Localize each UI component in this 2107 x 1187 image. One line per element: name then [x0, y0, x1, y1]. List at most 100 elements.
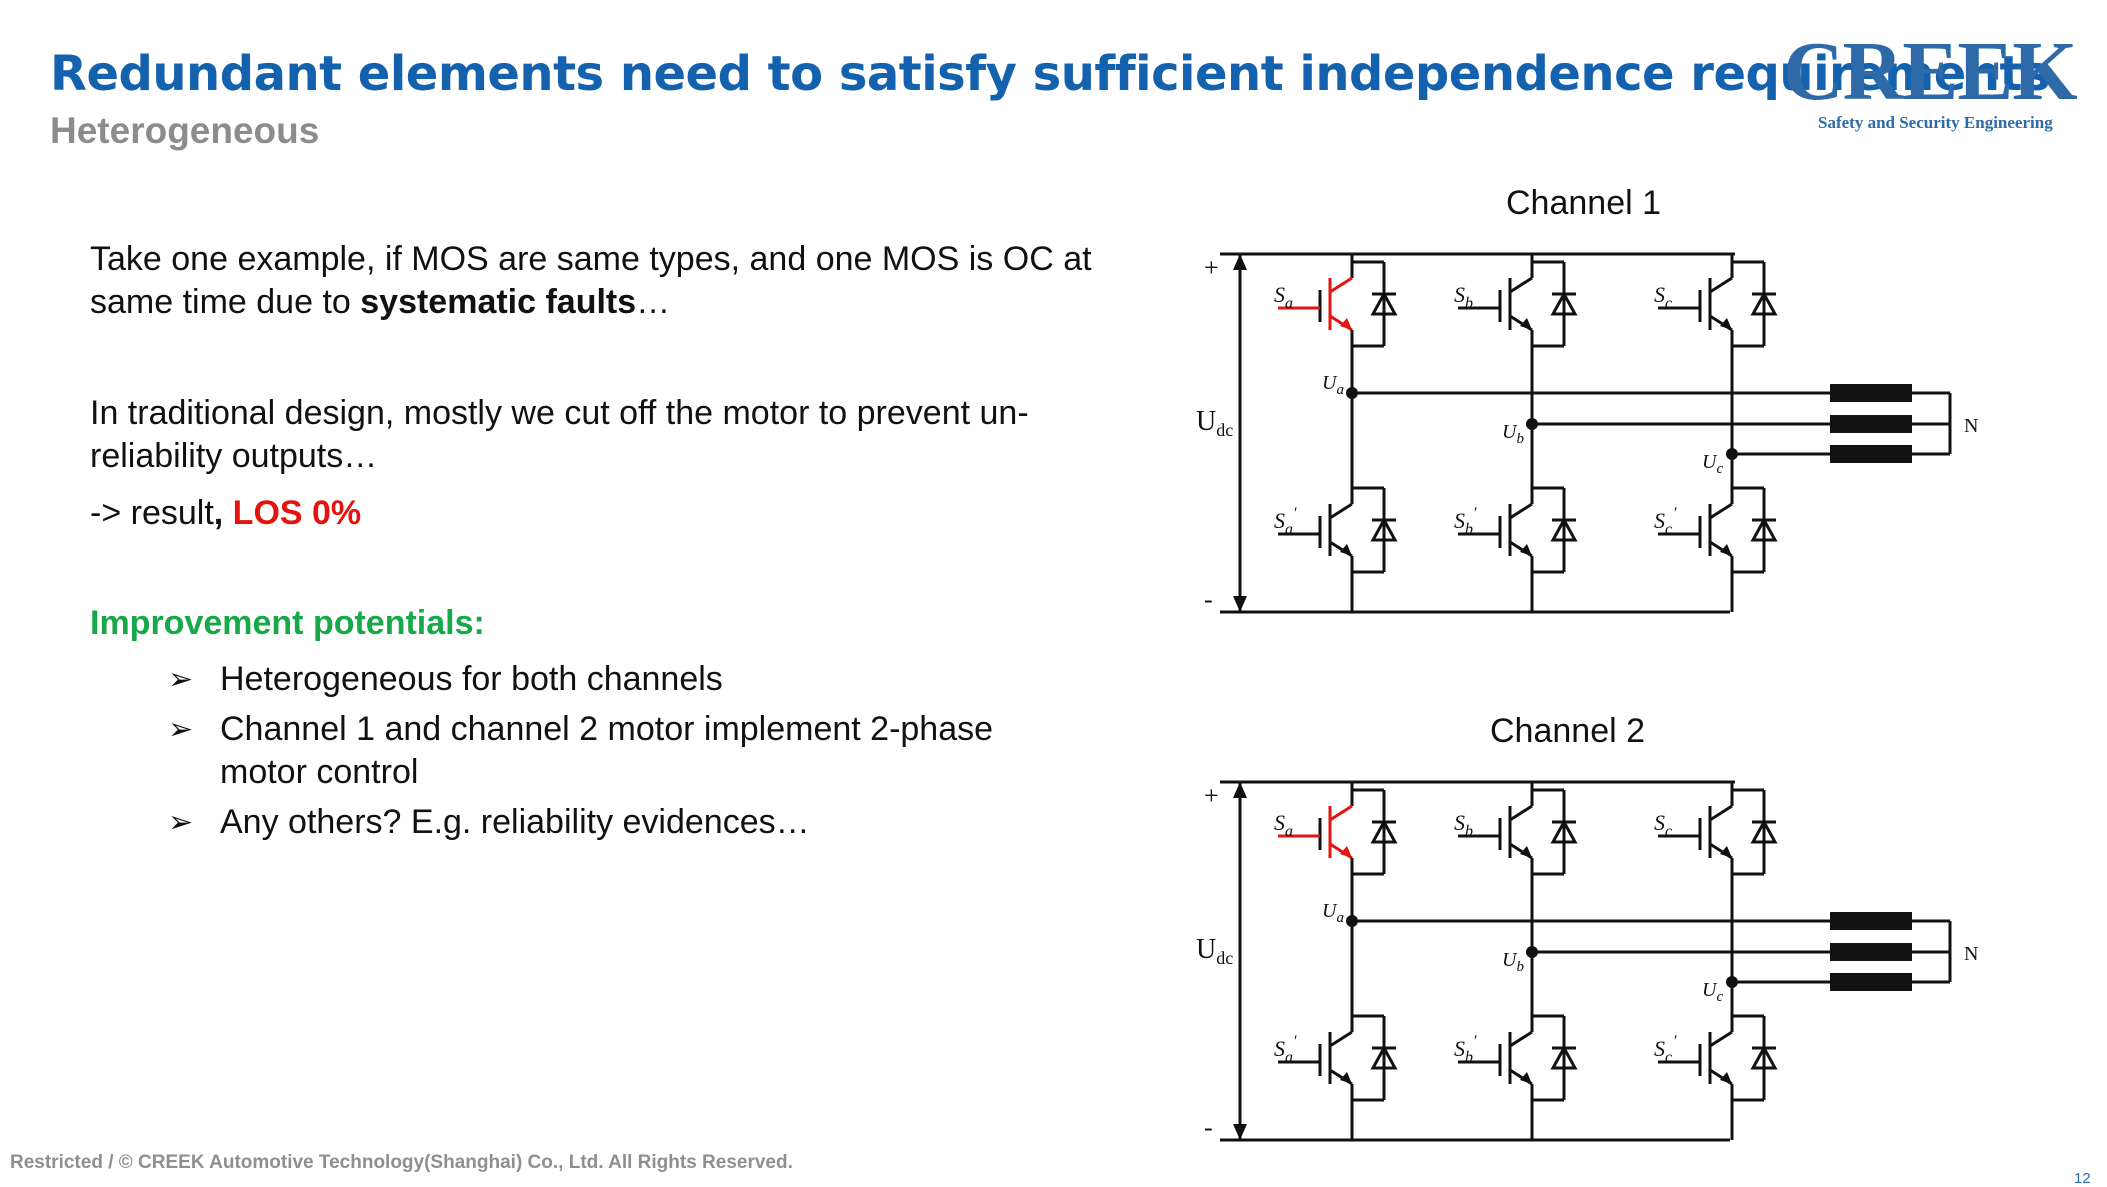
- udc-subscript: dc: [1216, 948, 1233, 968]
- udc-arrow-bot-icon: [1233, 1124, 1247, 1140]
- switch-symbol: S: [1654, 508, 1665, 533]
- switch-subscript: c: [1665, 823, 1672, 840]
- switch-subscript: a: [1285, 295, 1293, 312]
- switch-symbol: S: [1454, 508, 1465, 533]
- emitter-arrow-icon: [1340, 544, 1352, 556]
- emitter-arrow-icon: [1340, 846, 1352, 858]
- switch-symbol: S: [1654, 810, 1665, 835]
- example-bold: systematic faults: [360, 283, 637, 321]
- switch-subscript: c: [1665, 1049, 1672, 1066]
- list-item: ➢Channel 1 and channel 2 motor implement…: [168, 708, 1080, 794]
- switch-symbol: S: [1274, 1036, 1285, 1061]
- footer-copyright: Restricted / © CREEK Automotive Technolo…: [10, 1152, 793, 1173]
- node-label: Ub: [1502, 949, 1524, 975]
- minus-sign: -: [1204, 1113, 1213, 1142]
- node-symbol: U: [1702, 979, 1718, 1001]
- node-label: Ua: [1322, 372, 1344, 398]
- list-item: ➢ Heterogeneous for both channels: [168, 658, 1080, 701]
- node-subscript: b: [1516, 431, 1524, 447]
- switch-subscript: b: [1465, 295, 1473, 312]
- switch-symbol: S: [1454, 1036, 1465, 1061]
- node-label: Ub: [1502, 421, 1524, 447]
- motor-winding: [1830, 973, 1912, 991]
- switch-label: Sa: [1274, 810, 1293, 840]
- node-subscript: c: [1716, 989, 1723, 1005]
- bullet-text: Any others? E.g. reliability evidences…: [220, 803, 810, 841]
- prime-mark: ′: [1294, 505, 1298, 522]
- collector-line: [1709, 502, 1733, 520]
- neutral-label: N: [1964, 943, 1978, 965]
- diode-icon: [1370, 516, 1398, 542]
- node-symbol: U: [1502, 421, 1518, 443]
- switch-symbol: S: [1454, 810, 1465, 835]
- switch-label: Sc: [1654, 810, 1672, 840]
- switch-label: Sa: [1274, 508, 1293, 538]
- diode-icon: [1550, 516, 1578, 542]
- node-subscript: b: [1516, 959, 1524, 975]
- switch-subscript: b: [1465, 521, 1473, 538]
- igbt-switch: Sa: [1274, 788, 1398, 876]
- igbt-switch: Sb: [1454, 260, 1578, 348]
- collector-line: [1329, 1030, 1353, 1048]
- switch-label: Sa: [1274, 282, 1293, 312]
- collector-line: [1509, 502, 1533, 520]
- emitter-arrow-icon: [1520, 318, 1532, 330]
- collector-line: [1709, 276, 1733, 294]
- collector-line: [1709, 1030, 1733, 1048]
- node-symbol: U: [1702, 451, 1718, 473]
- emitter-arrow-icon: [1520, 544, 1532, 556]
- slide-subtitle: Heterogeneous: [50, 110, 320, 151]
- switch-symbol: S: [1654, 1036, 1665, 1061]
- collector-line: [1329, 502, 1353, 520]
- switch-label: Sb: [1454, 282, 1473, 312]
- igbt-switch: Sa: [1274, 260, 1398, 348]
- switch-subscript: a: [1285, 823, 1293, 840]
- igbt-switch: Sc: [1654, 260, 1778, 348]
- emitter-arrow-icon: [1720, 544, 1732, 556]
- diode-icon: [1370, 818, 1398, 844]
- neutral-label: N: [1964, 415, 1978, 437]
- bullet-text: Heterogeneous for both channels: [220, 660, 723, 698]
- switch-subscript: a: [1285, 1049, 1293, 1066]
- collector-line: [1509, 804, 1533, 822]
- channel-1-label: Channel 1: [1506, 184, 1662, 222]
- switch-symbol: S: [1654, 282, 1665, 307]
- switch-subscript: c: [1665, 295, 1672, 312]
- creek-logo: CREEK: [1783, 25, 2078, 118]
- bullet-arrow-icon: ➢: [168, 662, 194, 697]
- emitter-arrow-icon: [1340, 1072, 1352, 1084]
- emitter-arrow-icon: [1340, 318, 1352, 330]
- list-item: ➢Any others? E.g. reliability evidences…: [168, 801, 1080, 844]
- udc-label: Udc: [1196, 934, 1233, 968]
- prime-mark: ′: [1474, 505, 1478, 522]
- diode-icon: [1750, 1044, 1778, 1070]
- diode-icon: [1550, 818, 1578, 844]
- switch-symbol: S: [1274, 282, 1285, 307]
- diode-icon: [1550, 290, 1578, 316]
- prime-mark: ′: [1674, 505, 1678, 522]
- udc-label: Udc: [1196, 406, 1233, 440]
- igbt-switch: Sb′: [1454, 486, 1578, 574]
- emitter-arrow-icon: [1520, 1072, 1532, 1084]
- motor-winding: [1830, 384, 1912, 402]
- node-label: Ua: [1322, 900, 1344, 926]
- minus-sign: -: [1204, 585, 1213, 614]
- prime-mark: ′: [1674, 1033, 1678, 1050]
- example-paragraph: Take one example, if MOS are same types,…: [90, 238, 1130, 324]
- igbt-switch: Sb: [1454, 788, 1578, 876]
- diode-icon: [1750, 516, 1778, 542]
- emitter-arrow-icon: [1520, 846, 1532, 858]
- node-subscript: c: [1716, 461, 1723, 477]
- plus-sign: +: [1204, 253, 1219, 282]
- improvement-heading: Improvement potentials:: [90, 604, 485, 642]
- udc-arrow-bot-icon: [1233, 596, 1247, 612]
- traditional-design-paragraph: In traditional design, mostly we cut off…: [90, 394, 1029, 475]
- switch-symbol: S: [1454, 282, 1465, 307]
- result-line: -> result, LOS 0%: [90, 492, 361, 535]
- result-comma: ,: [213, 494, 224, 532]
- node-symbol: U: [1322, 900, 1338, 922]
- emitter-arrow-icon: [1720, 846, 1732, 858]
- igbt-switch: Sc′: [1654, 1014, 1778, 1102]
- collector-line: [1509, 276, 1533, 294]
